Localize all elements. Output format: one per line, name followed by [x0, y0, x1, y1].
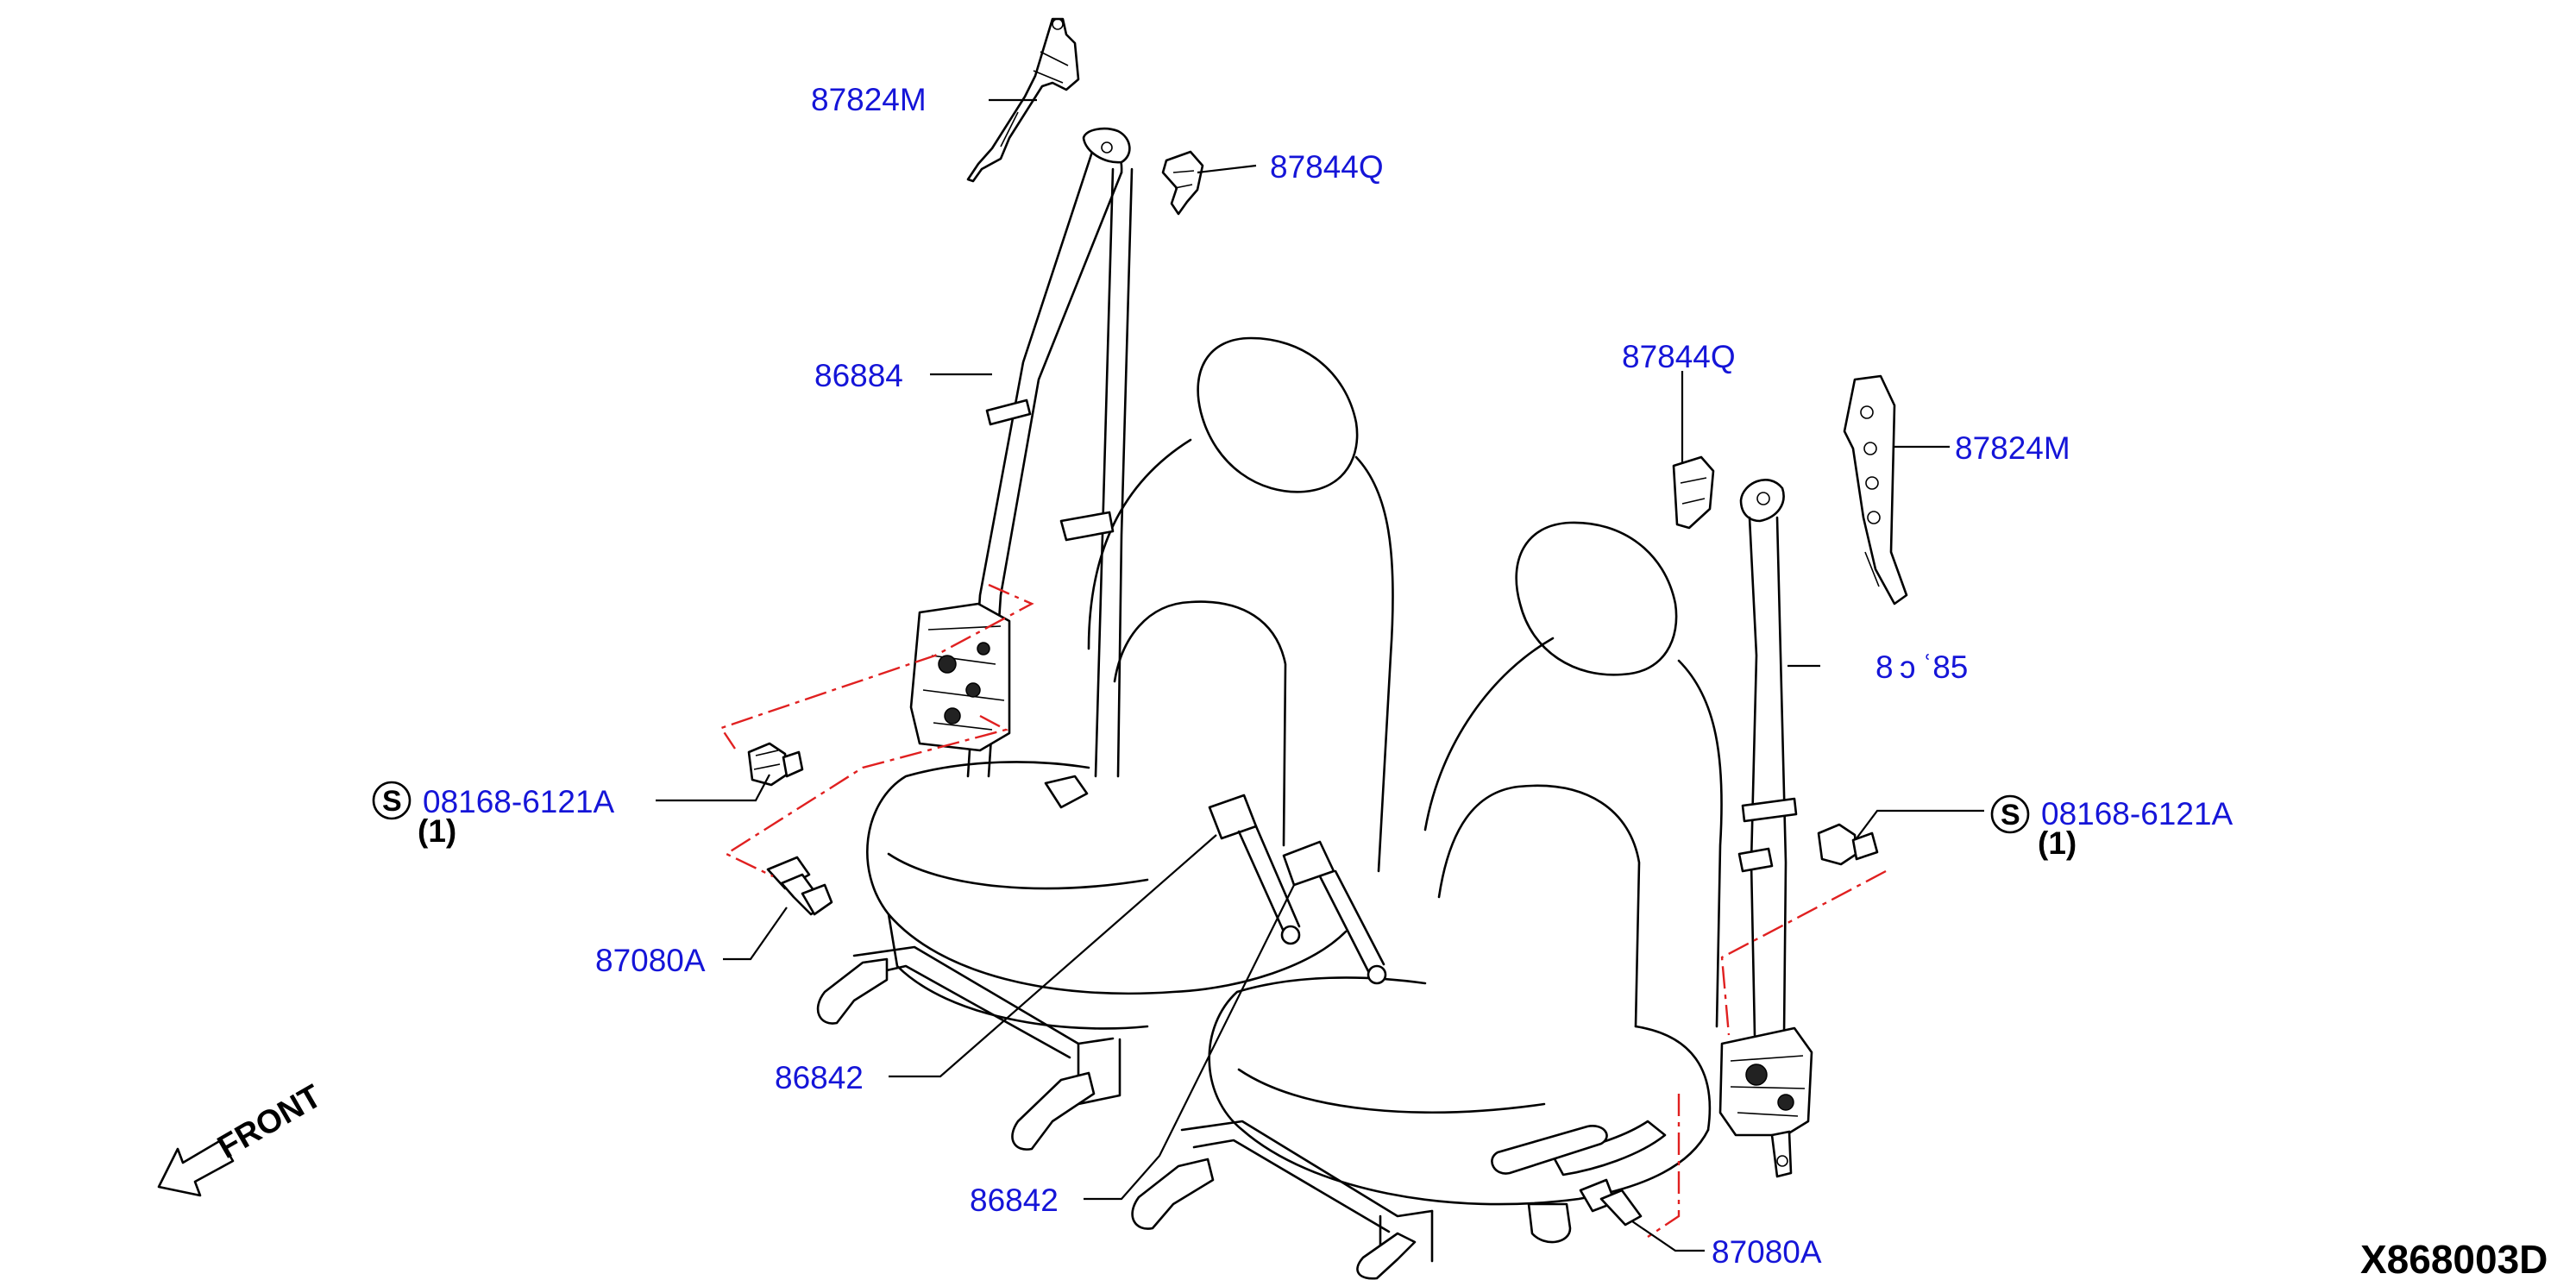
right-bolt-87080A: [1579, 1178, 1643, 1227]
callout-87844Q-left: 87844Q: [1270, 149, 1384, 185]
front-label: FRONT: [212, 1078, 328, 1166]
quantity-08168-6121A-left: (1): [418, 813, 456, 849]
callout-86884: 86884: [814, 358, 903, 393]
standard-part-letter-right: S: [2001, 799, 2020, 831]
front-direction-arrow: FRONT: [157, 1078, 328, 1197]
standard-part-symbol-left: [372, 781, 412, 820]
callout-87824M-right: 87824M: [1955, 430, 2070, 466]
right-guide-87844Q: [1672, 455, 1715, 530]
callout-87080A-left: 87080A: [595, 943, 706, 978]
standard-part-symbol-right: [1990, 794, 2030, 834]
callout-08168-6121A-right: 08168-6121A: [2041, 796, 2234, 831]
callout-08168-6121A-left: 08168-6121A: [423, 784, 615, 819]
figure-code: X868003D: [2360, 1237, 2548, 1280]
standard-part-letter-left: S: [382, 785, 402, 818]
callout-86885-partial: 8 ɔ ʿ85: [1875, 649, 1968, 685]
right-retractor: [1718, 1026, 1813, 1178]
right-upper-anchor-87824M: [1843, 374, 1908, 605]
leader-lines: [656, 98, 1984, 1252]
right-webbing-86885: [1737, 479, 1798, 1037]
callout-86842-b: 86842: [970, 1183, 1059, 1218]
callout-87824M-left: 87824M: [811, 82, 927, 117]
right-buckle-86842: [1282, 840, 1387, 985]
installation-lines: [719, 583, 1887, 1238]
callout-87080A-right: 87080A: [1712, 1234, 1822, 1270]
left-seat: [816, 336, 1394, 1151]
left-buckle-86842: [1208, 794, 1301, 945]
right-seat: [1131, 521, 1723, 1280]
left-guide-87844Q: [1161, 150, 1204, 216]
left-bolt-08168-6121A: [747, 742, 804, 787]
right-bolt-08168-6121A: [1817, 823, 1879, 866]
left-retractor: [909, 602, 1011, 752]
callout-labels: 87824M 87844Q 86884 S 08168-6121A (1) 87…: [372, 82, 2234, 1270]
callout-87844Q-right: 87844Q: [1622, 339, 1736, 374]
quantity-08168-6121A-right: (1): [2038, 825, 2077, 861]
callout-86842-a: 86842: [775, 1060, 864, 1095]
left-bolt-87080A: [766, 856, 833, 916]
